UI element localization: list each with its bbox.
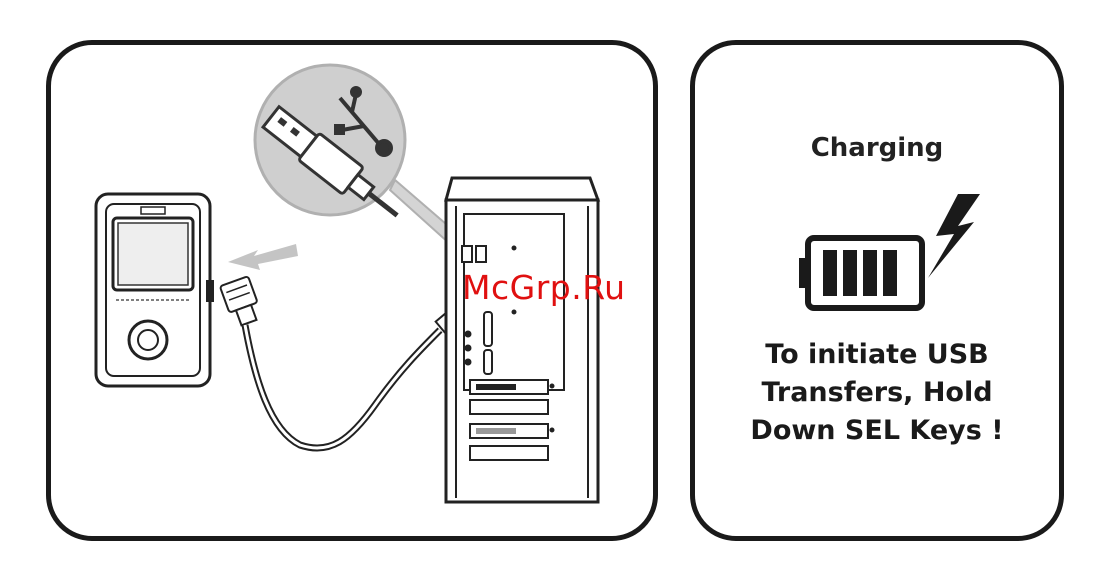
instruction-line: To initiate USB <box>690 336 1064 374</box>
usb-magnifier-icon <box>255 65 408 229</box>
mp3-player-icon <box>96 194 214 386</box>
usb-transfer-instructions: To initiate USB Transfers, Hold Down SEL… <box>690 336 1064 450</box>
battery-full-icon <box>799 238 922 308</box>
instruction-line: Transfers, Hold <box>690 374 1064 412</box>
charging-title: Charging <box>690 133 1064 163</box>
lightning-bolt-icon <box>928 194 980 278</box>
watermark-text: McGrp.Ru <box>462 268 626 307</box>
instruction-line: Down SEL Keys ! <box>690 412 1064 450</box>
pc-tower-icon <box>446 178 598 502</box>
insert-arrow-left-icon <box>228 244 298 270</box>
